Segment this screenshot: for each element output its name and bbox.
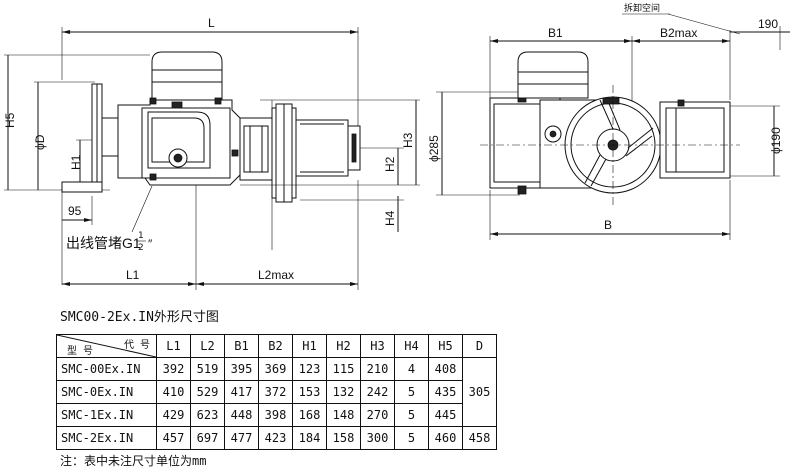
value-cell: 115 [326, 357, 361, 381]
table-title: SMC00-2Ex.IN外形尺寸图 [60, 310, 219, 325]
col-header: H2 [326, 334, 361, 358]
value-cell: 408 [428, 357, 463, 381]
dim-B1: B1 [548, 26, 563, 40]
value-cell: 460 [428, 426, 463, 450]
corner-code-label: 代 号 [123, 340, 150, 351]
value-cell: 477 [224, 426, 259, 450]
table-row: SMC-0Ex.IN 410 529 417 372 153 132 242 5… [56, 380, 497, 404]
value-cell: 4 [394, 357, 429, 381]
col-header: B1 [224, 334, 259, 358]
value-cell: 148 [326, 403, 361, 427]
corner-model-label: 型 号 [67, 346, 94, 357]
value-cell: 445 [428, 403, 463, 427]
model-cell: SMC-00Ex.IN [56, 357, 157, 381]
dim-phi190: ϕ190 [769, 127, 783, 154]
value-cell: 158 [326, 426, 361, 450]
value-cell: 369 [258, 357, 293, 381]
value-cell: 5 [394, 380, 429, 404]
dim-H4: H4 [383, 210, 397, 226]
col-header: H5 [428, 334, 463, 358]
dim-L2max: L2max [258, 268, 294, 282]
value-cell: 529 [190, 380, 225, 404]
dim-H2: H2 [383, 156, 397, 172]
dim-95: 95 [68, 204, 82, 218]
d-merged-cell: 305 [462, 357, 497, 427]
value-cell: 398 [258, 403, 293, 427]
value-cell: 429 [156, 403, 191, 427]
units-note: 注：表中未注尺寸单位为mm [60, 454, 207, 468]
value-cell: 168 [292, 403, 327, 427]
table-corner-cell: 代 号 型 号 [56, 334, 157, 358]
dim-B2max: B2max [660, 26, 697, 40]
value-cell: 697 [190, 426, 225, 450]
outlet-inch-mark: ″ [148, 237, 153, 251]
value-cell: 300 [360, 426, 395, 450]
col-header: L1 [156, 334, 191, 358]
outlet-fraction-num: 1 [138, 231, 144, 241]
value-cell: 153 [292, 380, 327, 404]
model-cell: SMC-2Ex.IN [56, 426, 157, 450]
value-cell: 5 [394, 426, 429, 450]
value-cell: 395 [224, 357, 259, 381]
outlet-plug-label: 出线管堵G1 [66, 235, 141, 251]
value-cell: 435 [428, 380, 463, 404]
front-view: B1 B2max 190 拆卸空间 ϕ285 ϕ190 B [427, 2, 790, 240]
dim-190-clearance: 190 [758, 17, 778, 31]
value-cell: 184 [292, 426, 327, 450]
value-cell: 448 [224, 403, 259, 427]
col-header: B2 [258, 334, 293, 358]
col-header: D [462, 334, 497, 358]
table-header-row: 代 号 型 号 L1 L2 B1 B2 H1 H2 H3 H4 H5 D [56, 334, 497, 358]
model-cell: SMC-0Ex.IN [56, 380, 157, 404]
table-row: SMC-1Ex.IN 429 623 448 398 168 148 270 5… [56, 403, 497, 427]
value-cell: 423 [258, 426, 293, 450]
table-row: SMC-2Ex.IN 457 697 477 423 184 158 300 5… [56, 426, 497, 450]
value-cell: 372 [258, 380, 293, 404]
col-header: H3 [360, 334, 395, 358]
value-cell: 132 [326, 380, 361, 404]
outlet-fraction-den: 2 [138, 243, 144, 253]
col-header: H1 [292, 334, 327, 358]
value-cell: 123 [292, 357, 327, 381]
col-header: H4 [394, 334, 429, 358]
dim-H3: H3 [401, 132, 415, 148]
model-cell: SMC-1Ex.IN [56, 403, 157, 427]
value-cell: 392 [156, 357, 191, 381]
value-cell: 519 [190, 357, 225, 381]
value-cell: 270 [360, 403, 395, 427]
value-cell: 210 [360, 357, 395, 381]
side-view: L H5 ϕD H1 [3, 16, 420, 290]
spec-table: 代 号 型 号 L1 L2 B1 B2 H1 H2 H3 H4 H5 D SMC… [56, 334, 497, 450]
dim-L: L [208, 16, 215, 30]
dim-H5: H5 [3, 112, 17, 128]
value-cell: 623 [190, 403, 225, 427]
dim-phiD: ϕD [33, 134, 47, 150]
dim-phi285: ϕ285 [427, 135, 441, 162]
table-row: SMC-00Ex.IN 392 519 395 369 123 115 210 … [56, 357, 497, 427]
d-last-cell: 458 [462, 426, 497, 450]
dim-B: B [604, 218, 612, 232]
col-header: L2 [190, 334, 225, 358]
dim-H1: H1 [69, 154, 83, 170]
value-cell: 5 [394, 403, 429, 427]
value-cell: 410 [156, 380, 191, 404]
value-cell: 457 [156, 426, 191, 450]
value-cell: 242 [360, 380, 395, 404]
value-cell: 417 [224, 380, 259, 404]
dim-L1: L1 [126, 268, 140, 282]
disassembly-space-label: 拆卸空间 [624, 2, 660, 14]
